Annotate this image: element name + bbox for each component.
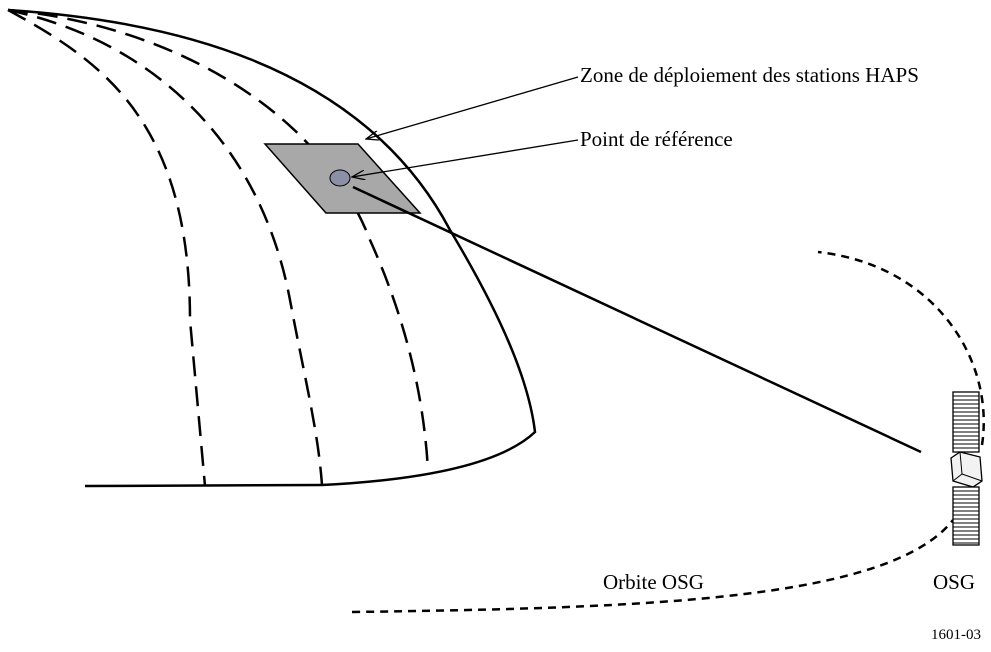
meridian-1 (7, 8, 207, 487)
solar-panel-lower (952, 486, 980, 546)
reference-point (329, 169, 351, 187)
line-of-sight (352, 185, 922, 454)
satellite-body (950, 451, 983, 488)
reference-leader-arrow (352, 139, 579, 177)
earth-outline (7, 8, 537, 487)
satellite-label: OSG (933, 570, 975, 594)
meridian-2 (7, 8, 324, 486)
solar-panel-upper (952, 391, 980, 453)
satellite-icon (950, 391, 983, 546)
orbit-label: Orbite OSG (603, 570, 704, 594)
ground-baseline (84, 483, 323, 488)
gso-orbit-arc (351, 250, 985, 614)
zone-leader-arrow (366, 76, 579, 139)
reference-point-label: Point de référence (580, 127, 733, 151)
meridian-3 (7, 8, 430, 471)
zone-label: Zone de déploiement des stations HAPS (580, 63, 919, 87)
figure-id: 1601-03 (931, 627, 981, 643)
